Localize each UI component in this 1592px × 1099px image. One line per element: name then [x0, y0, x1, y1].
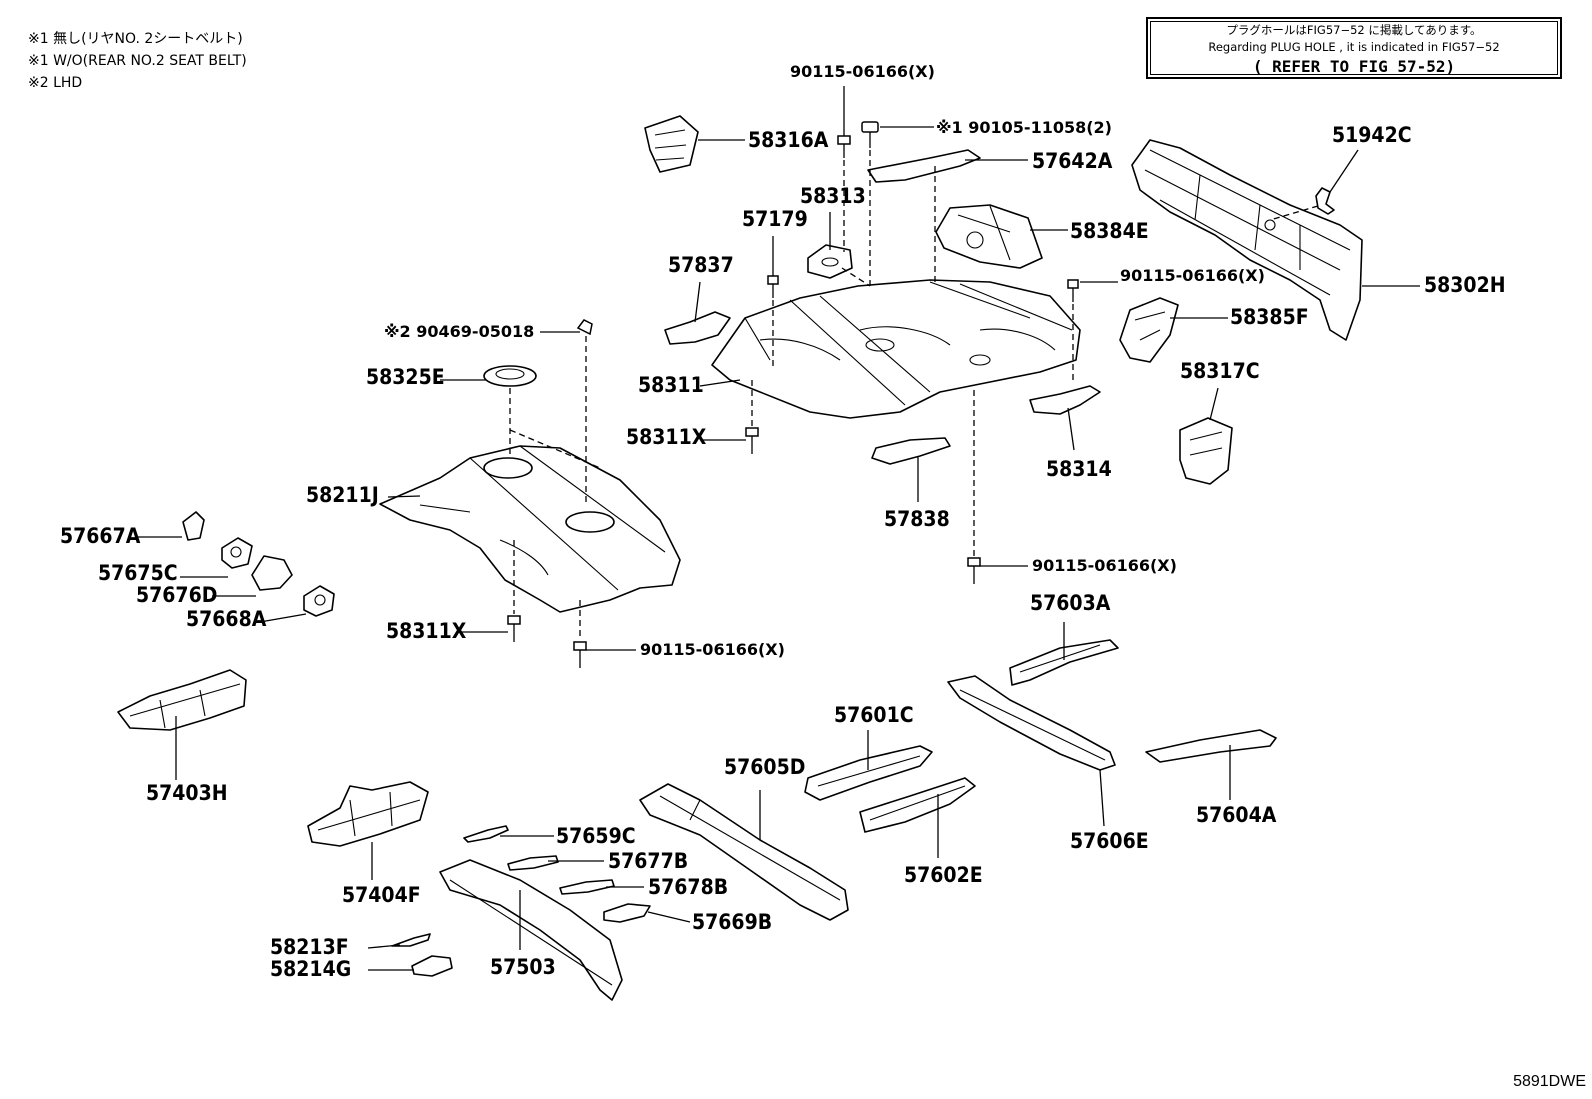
- member-57603A[interactable]: [1009, 639, 1119, 686]
- bracket-58314[interactable]: [1029, 385, 1101, 415]
- label-90115-bot: 90115-06166(X): [640, 640, 785, 659]
- figure-id: 5891DWE: [1513, 1073, 1586, 1090]
- plug-51942C[interactable]: [1269, 187, 1335, 221]
- plate-57659C[interactable]: [463, 825, 509, 843]
- label-57601C: 57601C: [834, 703, 914, 727]
- label-58316A: 58316A: [748, 128, 829, 152]
- label-58325E: 58325E: [366, 365, 445, 389]
- label-57602E: 57602E: [904, 863, 983, 887]
- label-57603A: 57603A: [1030, 591, 1111, 615]
- label-57678B: 57678B: [648, 875, 728, 899]
- bracket-57837[interactable]: [664, 311, 731, 345]
- label-90115-top: 90115-06166(X): [790, 62, 935, 81]
- bolt-icon[interactable]: [837, 135, 851, 158]
- label-58311X-a: 58311X: [626, 425, 707, 449]
- plate-58214G[interactable]: [411, 955, 453, 977]
- label-57604A: 57604A: [1196, 803, 1277, 827]
- notes-block: ※1 無し(リヤNO. 2シートベルト) ※1 W/O(REAR NO.2 SE…: [28, 28, 247, 94]
- label-57179: 57179: [742, 207, 808, 231]
- label-58214G: 58214G: [270, 957, 351, 981]
- label-90105: ※1 90105-11058(2): [936, 118, 1112, 137]
- bracket-58317C[interactable]: [1179, 417, 1233, 485]
- reference-line-en: Regarding PLUG HOLE , it is indicated in…: [1208, 40, 1500, 54]
- label-57677B: 57677B: [608, 849, 688, 873]
- member-57602E[interactable]: [859, 777, 976, 833]
- plate-57677B[interactable]: [507, 855, 559, 871]
- label-57503: 57503: [490, 955, 556, 979]
- bolt-icon[interactable]: [767, 275, 779, 298]
- label-57659C: 57659C: [556, 824, 636, 848]
- plug-grommet-58325E[interactable]: [483, 365, 537, 387]
- bracket-57667A[interactable]: [182, 511, 205, 541]
- note-lhd: ※2 LHD: [28, 75, 83, 91]
- bracket-58384E[interactable]: [935, 204, 1043, 269]
- member-57601C[interactable]: [804, 745, 933, 801]
- label-58211J: 58211J: [306, 483, 379, 507]
- reference-box: プラグホールはFIG57−52 に掲載してあります。 Regarding PLU…: [1146, 17, 1562, 79]
- side-member-57404F[interactable]: [307, 781, 429, 847]
- label-90469: ※2 90469-05018: [384, 322, 534, 341]
- label-57404F: 57404F: [342, 883, 421, 907]
- bracket-58385F[interactable]: [1119, 297, 1179, 363]
- bracket-57675C[interactable]: [221, 537, 253, 569]
- plug-grommet-icon[interactable]: [576, 319, 593, 336]
- label-57669B: 57669B: [692, 910, 772, 934]
- plate-58213F[interactable]: [391, 933, 431, 947]
- label-57605D: 57605D: [724, 755, 805, 779]
- plate-57678B[interactable]: [559, 879, 615, 895]
- label-57838: 57838: [884, 507, 950, 531]
- note-seat-belt-jp: ※1 無し(リヤNO. 2シートベルト): [28, 31, 243, 47]
- bracket-57668A[interactable]: [303, 585, 335, 617]
- bracket-58313[interactable]: [807, 244, 853, 279]
- member-57503[interactable]: [439, 859, 623, 1001]
- label-57837: 57837: [668, 253, 734, 277]
- reinforcement-57642A[interactable]: [867, 149, 981, 183]
- bracket-57838[interactable]: [871, 437, 951, 465]
- reference-line-jp: プラグホールはFIG57−52 に掲載してあります。: [1226, 23, 1482, 37]
- label-57606E: 57606E: [1070, 829, 1149, 853]
- label-58313: 58313: [800, 184, 866, 208]
- bracket-58316A[interactable]: [644, 115, 699, 173]
- label-58384E: 58384E: [1070, 219, 1149, 243]
- label-57667A: 57667A: [60, 524, 141, 548]
- label-58311: 58311: [638, 373, 704, 397]
- bolt-icon[interactable]: [1067, 279, 1079, 302]
- label-58385F: 58385F: [1230, 305, 1309, 329]
- note-seat-belt-en: ※1 W/O(REAR NO.2 SEAT BELT): [28, 53, 247, 69]
- label-58302H: 58302H: [1424, 273, 1506, 297]
- rear-crossmember-58302H[interactable]: [1131, 139, 1363, 341]
- plate-57669B[interactable]: [603, 903, 651, 923]
- label-57676D: 57676D: [136, 583, 217, 607]
- bolt-icon[interactable]: [861, 121, 879, 148]
- label-58311X-b: 58311X: [386, 619, 467, 643]
- label-58314: 58314: [1046, 457, 1112, 481]
- member-57606E[interactable]: [947, 675, 1116, 771]
- bolt-icon[interactable]: [573, 641, 587, 668]
- label-57675C: 57675C: [98, 561, 178, 585]
- label-57403H: 57403H: [146, 781, 228, 805]
- reference-link[interactable]: ( REFER TO FIG 57-52): [1252, 57, 1456, 76]
- bolt-icon[interactable]: [745, 427, 759, 454]
- label-90115-low: 90115-06166(X): [1032, 556, 1177, 575]
- bolt-icon[interactable]: [967, 557, 981, 584]
- member-57604A[interactable]: [1145, 729, 1277, 763]
- label-90115-mid: 90115-06166(X): [1120, 266, 1265, 285]
- bolt-icon[interactable]: [507, 615, 521, 642]
- side-member-57403H[interactable]: [117, 669, 247, 731]
- front-floor-pan-58211J[interactable]: [379, 445, 681, 613]
- label-58317C: 58317C: [1180, 359, 1260, 383]
- bracket-57676D[interactable]: [251, 555, 293, 591]
- label-51942C: 51942C: [1332, 123, 1412, 147]
- member-57605D[interactable]: [639, 783, 849, 921]
- label-57642A: 57642A: [1032, 149, 1113, 173]
- rear-floor-pan-58311[interactable]: [711, 279, 1081, 419]
- label-58213F: 58213F: [270, 935, 349, 959]
- label-57668A: 57668A: [186, 607, 267, 631]
